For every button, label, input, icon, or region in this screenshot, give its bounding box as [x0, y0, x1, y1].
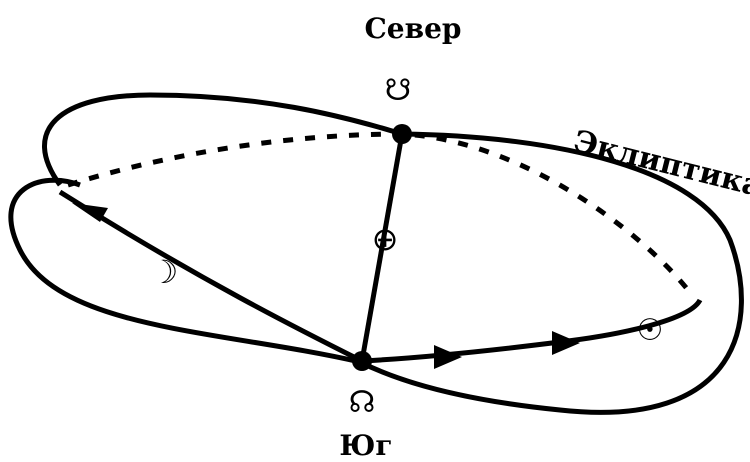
ascending-node-icon: ☊ — [349, 385, 376, 420]
ecliptic-label: Эклиптика — [570, 124, 750, 205]
arrow-right-lower-icon — [552, 331, 580, 355]
south-label: Юг — [339, 429, 392, 462]
ascending-node-point — [352, 351, 372, 371]
descending-node-point — [392, 124, 412, 144]
earth-icon: ⊕ — [372, 220, 399, 258]
north-label: Север — [365, 12, 462, 45]
lunar-orbit-upper — [44, 95, 402, 185]
descending-node-icon: ☋ — [385, 73, 412, 108]
arrow-right-icon — [434, 345, 462, 369]
sun-icon: ☉ — [637, 313, 664, 348]
moon-icon: ☽ — [150, 253, 179, 291]
